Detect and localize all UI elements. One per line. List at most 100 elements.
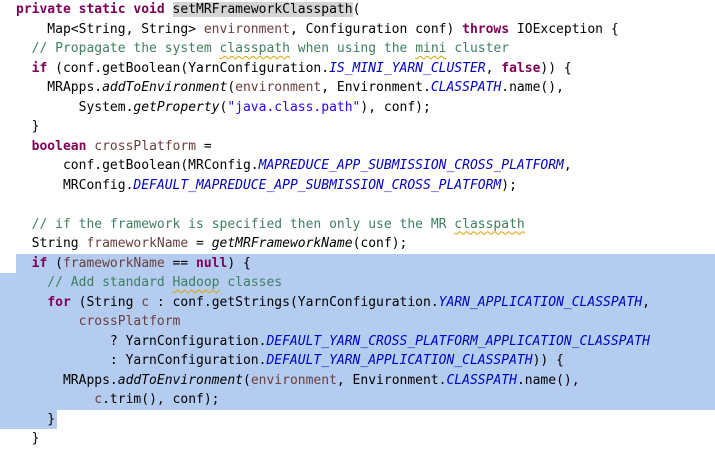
code-token: frameworkName	[62, 255, 165, 271]
code-line[interactable]: MRApps.addToEnvironment(environment, Env…	[0, 371, 715, 391]
code-line[interactable]: boolean crossPlatform =	[0, 137, 715, 157]
code-token: classes	[219, 275, 283, 290]
code-line[interactable]: crossPlatform	[0, 312, 715, 332]
code-token: , Environment.	[321, 80, 431, 95]
code-token: boolean	[31, 138, 87, 154]
code-token: (String	[70, 294, 142, 310]
code-token	[16, 61, 32, 76]
code-token: )) {	[540, 60, 572, 76]
code-token: String	[16, 236, 87, 251]
code-token: // Add standard	[16, 275, 173, 290]
code-token: .trim(), conf);	[102, 392, 220, 407]
code-token: environment	[250, 372, 337, 388]
code-token: : YarnConfiguration.	[16, 353, 267, 368]
code-line[interactable]: }	[0, 117, 715, 137]
code-line[interactable]: Map<String, String> environment, Configu…	[0, 20, 715, 40]
code-token: (	[227, 80, 236, 95]
code-token: : conf.getStrings(YarnConfiguration.	[149, 294, 439, 310]
code-line[interactable]: // Add standard Hadoop classes	[0, 273, 715, 293]
code-token: (	[219, 99, 228, 115]
code-token	[16, 139, 32, 154]
code-token: for	[47, 294, 71, 310]
code-token: (	[242, 372, 251, 388]
code-token: addToEnvironment	[102, 80, 228, 95]
code-line[interactable]: // Propagate the system classpath when u…	[0, 39, 715, 59]
code-token: );	[501, 177, 517, 193]
code-line[interactable]: private static void setMRFrameworkClassp…	[0, 0, 715, 20]
code-token: classpath	[454, 216, 525, 232]
code-token: (	[352, 2, 361, 17]
code-token: .name(),	[516, 372, 580, 388]
code-line[interactable]: : YarnConfiguration.DEFAULT_YARN_APPLICA…	[0, 351, 715, 371]
code-token: ), conf);	[360, 99, 431, 115]
code-token: Hadoop	[172, 275, 220, 290]
code-line[interactable]: for (String c : conf.getStrings(YarnConf…	[0, 293, 715, 313]
code-token	[16, 314, 79, 329]
code-token: when using the	[289, 41, 416, 56]
code-token: YARN_APPLICATION_CLASSPATH	[438, 294, 643, 310]
code-token: environment	[235, 80, 322, 95]
selection-highlight-partial-line	[16, 253, 715, 273]
code-line[interactable]: System.getProperty("java.class.path"), c…	[0, 98, 715, 118]
code-token: =	[188, 236, 212, 251]
selection-highlight-block	[0, 273, 715, 410]
code-token	[16, 295, 47, 310]
code-token: MRApps.	[16, 372, 118, 388]
code-line[interactable]: if (frameworkName == null) {	[0, 254, 715, 274]
code-token: null	[196, 255, 228, 271]
code-token: throws	[462, 21, 510, 37]
code-token: DEFAULT_YARN_APPLICATION_CLASSPATH	[266, 353, 533, 368]
code-line[interactable]: c.trim(), conf);	[0, 390, 715, 410]
code-line[interactable]: if (conf.getBoolean(YarnConfiguration.IS…	[0, 59, 715, 79]
code-line[interactable]: conf.getBoolean(MRConfig.MAPREDUCE_APP_S…	[0, 156, 715, 176]
code-token: System.	[16, 99, 134, 115]
code-token: cluster	[446, 41, 510, 56]
code-token: (	[47, 255, 63, 271]
code-token: getMRFrameworkName	[211, 236, 353, 251]
code-line[interactable]: ? YarnConfiguration.DEFAULT_YARN_CROSS_P…	[0, 332, 715, 352]
code-token: , Configuration conf)	[289, 21, 463, 37]
code-line[interactable]	[0, 195, 715, 215]
code-token: MRConfig.	[16, 177, 134, 193]
code-token: private static void	[16, 2, 173, 17]
code-token: crossPlatform	[78, 314, 181, 329]
code-token: mini	[415, 41, 447, 56]
code-token: (conf.getBoolean(YarnConfiguration.	[47, 60, 330, 76]
code-token: ,	[642, 294, 650, 310]
code-token: =	[196, 138, 212, 154]
code-token: Map<String, String>	[16, 21, 204, 37]
code-token: }	[16, 119, 40, 134]
code-token: ) {	[227, 255, 251, 271]
code-token: ,	[485, 60, 502, 76]
code-token: CLASSPATH	[430, 80, 502, 95]
code-token: environment	[203, 21, 290, 37]
code-token: )) {	[532, 353, 564, 368]
code-line[interactable]: // if the framework is specified then on…	[0, 215, 715, 235]
code-token: (conf);	[352, 236, 408, 251]
code-line[interactable]: MRApps.addToEnvironment(environment, Env…	[0, 78, 715, 98]
code-token: DEFAULT_YARN_CROSS_PLATFORM_APPLICATION_…	[266, 333, 650, 349]
code-token: }	[16, 411, 56, 427]
code-token: ==	[164, 255, 197, 271]
code-token: // Propagate the system	[16, 41, 220, 56]
code-line[interactable]: String frameworkName = getMRFrameworkNam…	[0, 234, 715, 254]
code-token: if	[31, 255, 48, 271]
code-token: MRApps.	[16, 80, 103, 95]
code-token: c	[141, 294, 150, 310]
code-token: IOException {	[509, 21, 619, 37]
code-line[interactable]: }	[0, 429, 715, 449]
code-line[interactable]: MRConfig.DEFAULT_MAPREDUCE_APP_SUBMISSIO…	[0, 176, 715, 196]
code-token: if	[31, 60, 48, 76]
code-token	[16, 256, 32, 271]
code-token	[16, 392, 94, 407]
code-token: IS_MINI_YARN_CLUSTER	[329, 60, 486, 76]
code-token: c	[94, 392, 103, 407]
code-line[interactable]: }	[0, 410, 715, 430]
code-token: getProperty	[133, 99, 220, 115]
code-token: false	[501, 60, 541, 76]
code-token: CLASSPATH	[446, 372, 517, 388]
code-token: "java.class.path"	[227, 99, 361, 115]
code-token: setMRFrameworkClasspath	[172, 2, 353, 17]
selection-highlight-end-line	[0, 409, 57, 429]
